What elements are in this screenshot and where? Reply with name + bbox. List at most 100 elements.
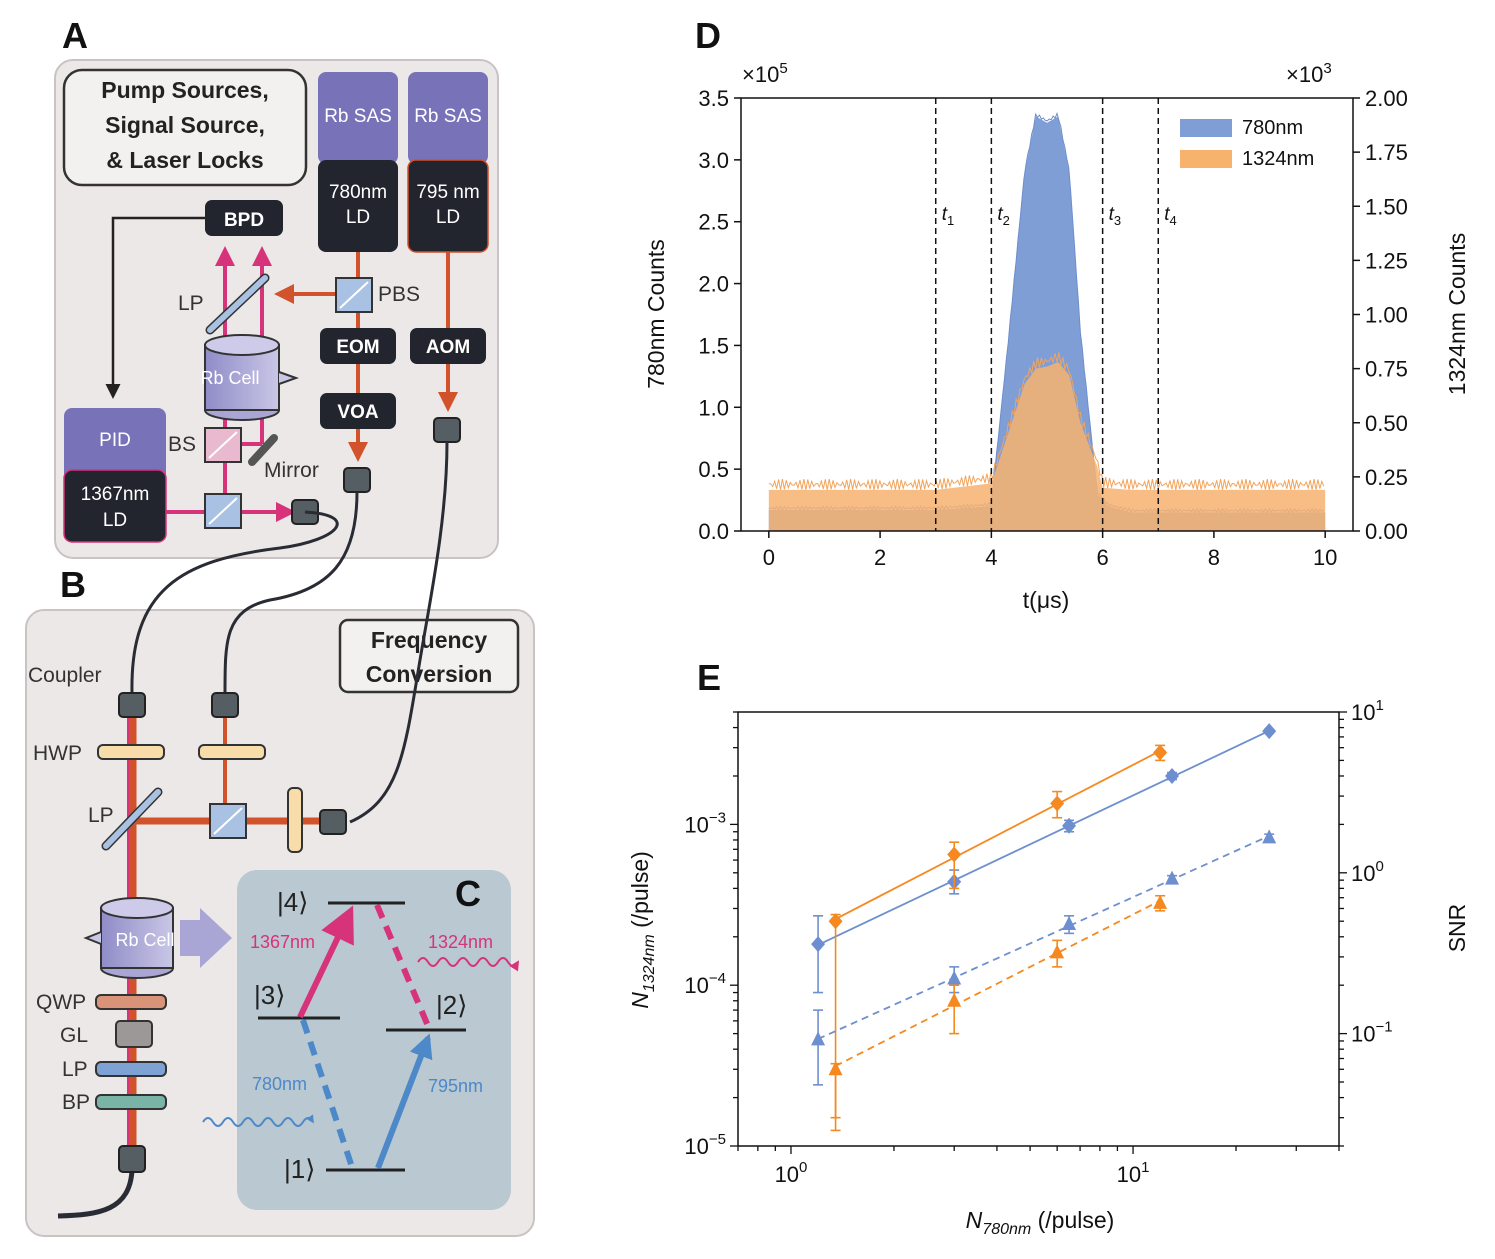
rb-cell-b-top <box>100 897 174 919</box>
e-point-diamond <box>1062 817 1077 834</box>
panel-b-label: B <box>60 564 86 605</box>
d-ytick-right-label: 0.50 <box>1365 411 1408 436</box>
e-ylabel-right: SNR <box>1444 904 1470 953</box>
hwp-3 <box>287 787 303 853</box>
mirror-a <box>248 434 278 466</box>
panel-a-title-line-3: & Laser Locks <box>106 147 263 173</box>
bpd-label: BPD <box>224 210 264 231</box>
ld-1367-box <box>63 469 167 543</box>
transition-780 <box>300 1019 355 1168</box>
e-point-diamond <box>828 913 843 930</box>
e-xlabel: N780nm (/pulse) <box>966 1207 1115 1238</box>
e-point-triangle <box>1153 894 1168 909</box>
rb-cell-a-stem <box>278 371 300 385</box>
d-xtick-label: 10 <box>1313 545 1337 570</box>
e-xtick-label: 101 <box>1117 1159 1150 1187</box>
d-ytick-left-label: 1.0 <box>698 395 729 420</box>
lp-filter-label: LP <box>62 1058 88 1081</box>
legend-1324nm-label: 1324nm <box>1242 148 1314 170</box>
legend-780nm-label: 780nm <box>1242 117 1303 139</box>
d-ytick-left-label: 2.0 <box>698 272 729 297</box>
d-ytick-left-label: 3.0 <box>698 148 729 173</box>
d-xtick-label: 4 <box>985 545 997 570</box>
panel-d: D ×105 ×103 780nm Counts 1324nm Counts t… <box>643 15 1470 613</box>
d-ytick-left-label: 2.5 <box>698 210 729 235</box>
e-point-triangle <box>811 1031 826 1046</box>
arrow-to-panel-c <box>180 908 232 968</box>
d-xlabel: t(μs) <box>1023 587 1069 613</box>
d-xtick-label: 6 <box>1097 545 1109 570</box>
panel-b-title-line-2: Conversion <box>366 661 493 687</box>
ld-780-label-2: LD <box>346 207 370 228</box>
rb-cell-a-top <box>204 334 280 356</box>
output-fiber <box>57 1169 135 1219</box>
coupler-label: Coupler <box>28 664 102 687</box>
coupler-a-780 <box>343 467 371 493</box>
d-ytick-right-label: 0.75 <box>1365 357 1408 382</box>
coupler-b-780 <box>211 692 239 718</box>
glan-laser-polarizer <box>115 1020 153 1048</box>
transition-1367 <box>297 905 354 1019</box>
lp-filter-b <box>95 1061 167 1077</box>
pid-label: PID <box>99 430 131 451</box>
pbs-label: PBS <box>378 283 420 306</box>
aom-label: AOM <box>426 337 470 358</box>
e-point-diamond <box>947 846 962 863</box>
rb-cell-a-label: Rb Cell <box>200 368 259 388</box>
ld-1367-label-2: LD <box>103 510 127 531</box>
pbs-b-diagonal <box>213 807 243 835</box>
e-point-diamond <box>1050 795 1065 812</box>
gl-label: GL <box>60 1024 88 1047</box>
bp-filter <box>95 1094 167 1110</box>
lp-a-label: LP <box>178 292 204 315</box>
d-ytick-left-label: 0.5 <box>698 457 729 482</box>
aom-box <box>410 328 486 364</box>
fiber-1367 <box>130 510 339 694</box>
panel-a-title-line-1: Pump Sources, <box>101 77 268 103</box>
e-fit-line-2 <box>817 835 1270 1040</box>
level-1-label: |1⟩ <box>284 1154 315 1184</box>
series-1324nm-noise <box>768 352 1325 491</box>
d-vline-label-t1: t1 <box>942 204 955 228</box>
lp-mirror-a <box>207 275 268 333</box>
e-point-triangle <box>1062 916 1077 931</box>
e-point-diamond <box>811 936 826 953</box>
e-ytick-right-label: 10−1 <box>1351 1019 1393 1047</box>
fiber-780 <box>223 491 359 694</box>
e-point-triangle <box>1262 829 1277 844</box>
d-left-multiplier: ×105 <box>742 60 788 87</box>
e-point-diamond <box>1262 723 1277 740</box>
rb-sas-795-label: Rb SAS <box>414 106 482 127</box>
rb-cell-b-stem <box>83 931 102 945</box>
bs-label: BS <box>168 433 196 456</box>
e-point-diamond <box>1153 744 1168 761</box>
e-ytick-right-label: 100 <box>1351 858 1384 886</box>
ld-780-label-1: 780nm <box>329 182 387 203</box>
transition-1324-label: 1324nm <box>428 932 493 952</box>
series-1324nm-area <box>768 362 1326 531</box>
d-ylabel-right: 1324nm Counts <box>1444 233 1470 395</box>
d-ytick-right-label: 1.75 <box>1365 140 1408 165</box>
ld-1367-label-1: 1367nm <box>81 484 150 505</box>
eom-box <box>320 328 396 364</box>
coupler-b-1367 <box>118 692 146 718</box>
d-plot-frame <box>740 97 1354 532</box>
ld-795-box <box>407 159 489 253</box>
d-xtick-label: 0 <box>763 545 775 570</box>
d-ytick-left-label: 0.0 <box>698 519 729 544</box>
hwp-label: HWP <box>33 742 82 765</box>
panel-c-background <box>237 870 511 1210</box>
voa-box <box>320 393 396 429</box>
eom-label: EOM <box>336 337 379 358</box>
e-ytick-left-label: 10−4 <box>684 970 726 998</box>
e-plot-frame <box>737 711 1340 1147</box>
d-right-multiplier: ×103 <box>1286 60 1332 87</box>
level-2-label: |2⟩ <box>436 990 467 1020</box>
panel-d-label: D <box>695 15 721 56</box>
panel-a-label: A <box>62 15 88 56</box>
wavy-780-photon <box>202 1114 314 1127</box>
transition-795-label: 795nm <box>428 1076 483 1096</box>
coupler-a-795 <box>433 417 461 443</box>
e-point-diamond <box>1165 767 1180 784</box>
